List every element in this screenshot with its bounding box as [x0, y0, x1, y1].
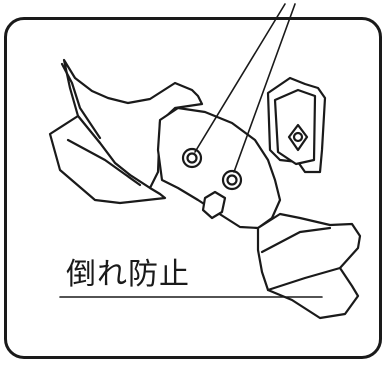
bolt-left-inner — [186, 152, 198, 164]
diamond-screw-hole — [292, 131, 304, 143]
bolt-right-inner — [226, 174, 238, 186]
center-hook — [201, 190, 227, 220]
callout-line-right — [233, 3, 296, 173]
anti-tip-label: 倒れ防止 — [62, 258, 194, 292]
left-wing-fold-2 — [60, 62, 102, 140]
callout-line-left — [194, 3, 286, 153]
right-lower-plate — [256, 212, 362, 320]
right-lower-fold — [266, 266, 342, 292]
left-wing-fold — [66, 138, 142, 187]
right-lower-edge — [260, 226, 332, 254]
upright-inner — [273, 88, 317, 166]
